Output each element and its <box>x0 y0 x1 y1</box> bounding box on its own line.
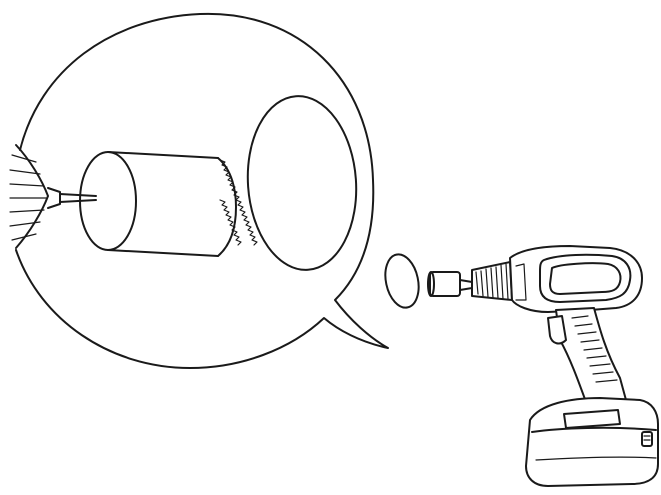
magnified-hole-saw <box>80 152 257 256</box>
cut-disc <box>381 251 424 310</box>
drill-chuck <box>472 262 512 300</box>
callout-bubble <box>16 14 388 368</box>
magnified-cut-disc <box>242 92 362 273</box>
magnified-chuck-tip <box>10 145 96 248</box>
cordless-drill <box>510 246 658 486</box>
hole-saw <box>428 272 472 296</box>
